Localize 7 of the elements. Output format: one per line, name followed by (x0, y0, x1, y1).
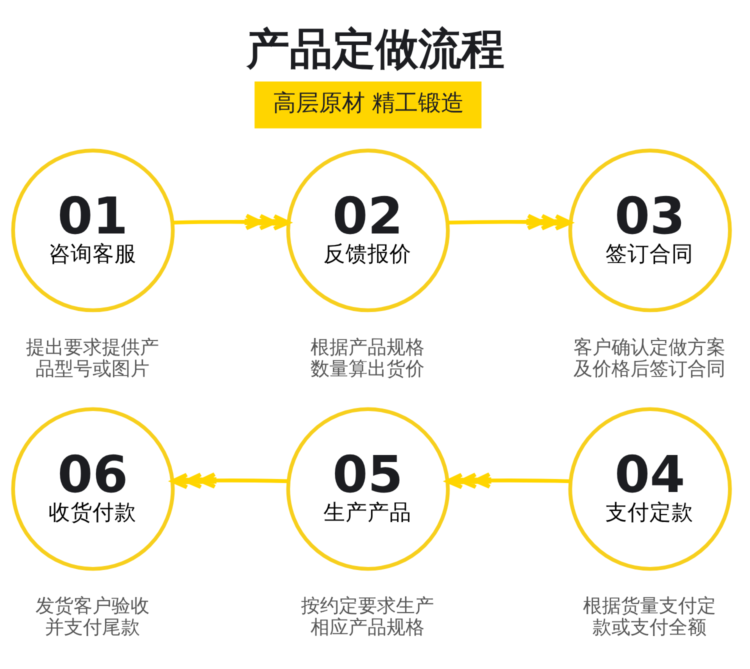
node-label: 按约定要求生产相应产品规格 (300, 594, 434, 638)
node-label: 客户确认定做方案及价格后签订合同 (573, 336, 726, 380)
diagram-title: 产品定做流程 (246, 24, 504, 74)
node-label: 发货客户验收并支付尾款 (35, 594, 150, 638)
node-label: 根据产品规格数量算出货价 (310, 336, 424, 380)
node-label: 根据货量支付定款或支付全额 (582, 594, 716, 638)
node-label: 提出要求提供产品型号或图片 (26, 336, 159, 380)
